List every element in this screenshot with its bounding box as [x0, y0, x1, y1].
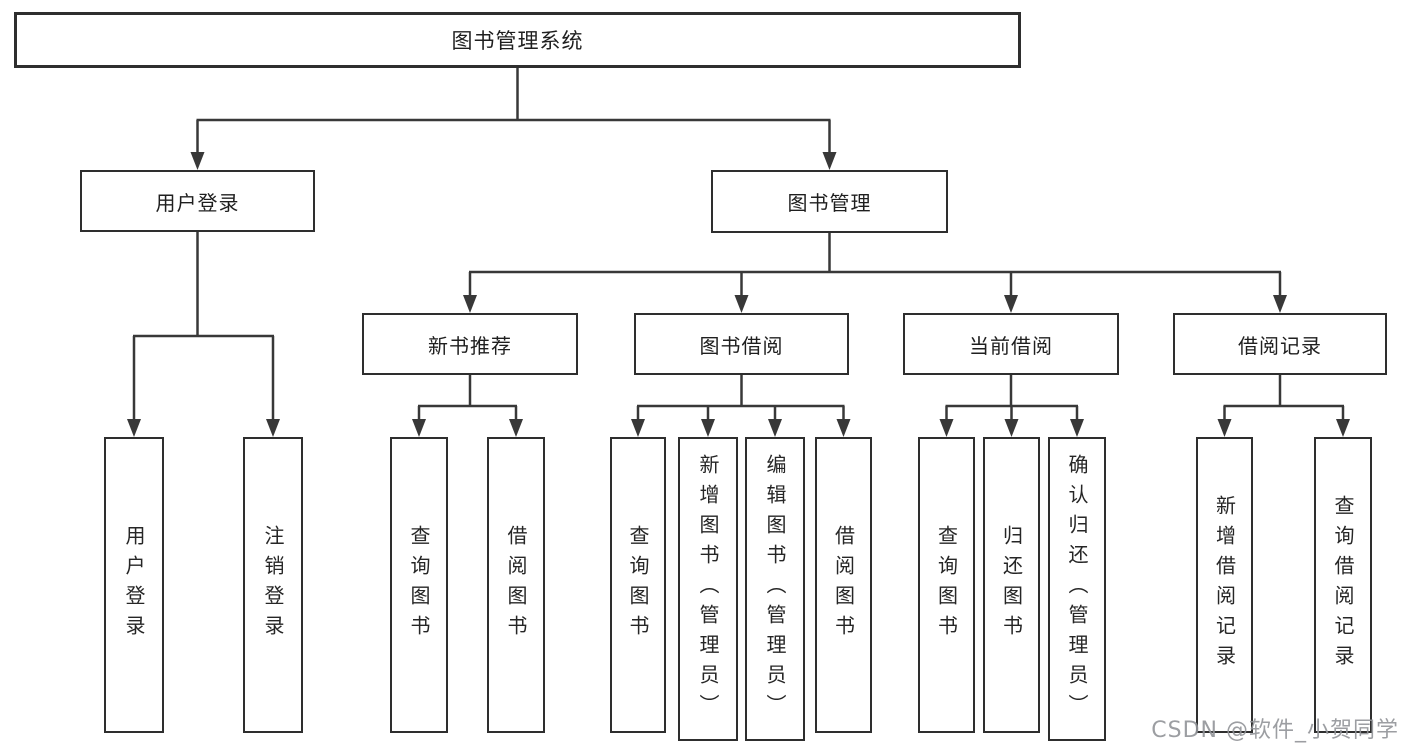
node-label: 确认归还（管理员） — [1065, 454, 1089, 724]
leaf-add-book-admin: 新增图书（管理员） — [678, 437, 738, 741]
node-label: 借阅图书 — [831, 525, 856, 645]
leaf-query-books-borrowing: 查询图书 — [610, 437, 666, 733]
node-label: 新书推荐 — [428, 333, 512, 358]
node-library-management-system: 图书管理系统 — [14, 12, 1021, 68]
leaf-query-books-current: 查询图书 — [918, 437, 975, 733]
node-user-login: 用户登录 — [80, 170, 315, 232]
node-label: 用户登录 — [122, 525, 146, 645]
leaf-query-books-recommend: 查询图书 — [390, 437, 448, 733]
csdn-watermark: CSDN @软件_小贺同学 — [1151, 718, 1399, 743]
leaf-return-books: 归还图书 — [983, 437, 1040, 733]
leaf-user-login: 用户登录 — [104, 437, 164, 733]
leaf-borrow-books-recommend: 借阅图书 — [487, 437, 545, 733]
node-label: 借阅记录 — [1238, 333, 1322, 358]
node-label: 新增图书（管理员） — [696, 454, 720, 724]
node-label: 查询图书 — [407, 525, 431, 645]
node-label: 借阅图书 — [504, 525, 528, 645]
leaf-confirm-return-admin: 确认归还（管理员） — [1048, 437, 1106, 741]
node-label: 注销登录 — [261, 525, 285, 645]
node-label: 图书管理 — [787, 191, 872, 215]
node-label: 图书管理系统 — [451, 29, 584, 53]
node-label: 用户登录 — [155, 190, 240, 215]
node-label: 编辑图书（管理员） — [763, 454, 787, 724]
node-label: 当前借阅 — [969, 333, 1053, 358]
node-label: 归还图书 — [999, 525, 1024, 645]
leaf-logout: 注销登录 — [243, 437, 303, 733]
leaf-add-borrow-record: 新增借阅记录 — [1196, 437, 1253, 733]
node-label: 查询图书 — [934, 525, 959, 645]
node-book-management: 图书管理 — [711, 170, 948, 233]
node-label: 查询借阅记录 — [1331, 495, 1355, 675]
node-current-borrowing: 当前借阅 — [903, 313, 1119, 375]
leaf-borrow-books: 借阅图书 — [815, 437, 872, 733]
node-label: 查询图书 — [626, 525, 650, 645]
node-label: 图书借阅 — [699, 333, 784, 358]
node-label: 新增借阅记录 — [1212, 495, 1237, 675]
node-new-book-recommendation: 新书推荐 — [362, 313, 578, 375]
node-borrowing-records: 借阅记录 — [1173, 313, 1387, 375]
arrowheads — [127, 152, 1350, 437]
leaf-edit-book-admin: 编辑图书（管理员） — [745, 437, 805, 741]
node-book-borrowing: 图书借阅 — [634, 313, 849, 375]
leaf-query-borrow-record: 查询借阅记录 — [1314, 437, 1372, 733]
